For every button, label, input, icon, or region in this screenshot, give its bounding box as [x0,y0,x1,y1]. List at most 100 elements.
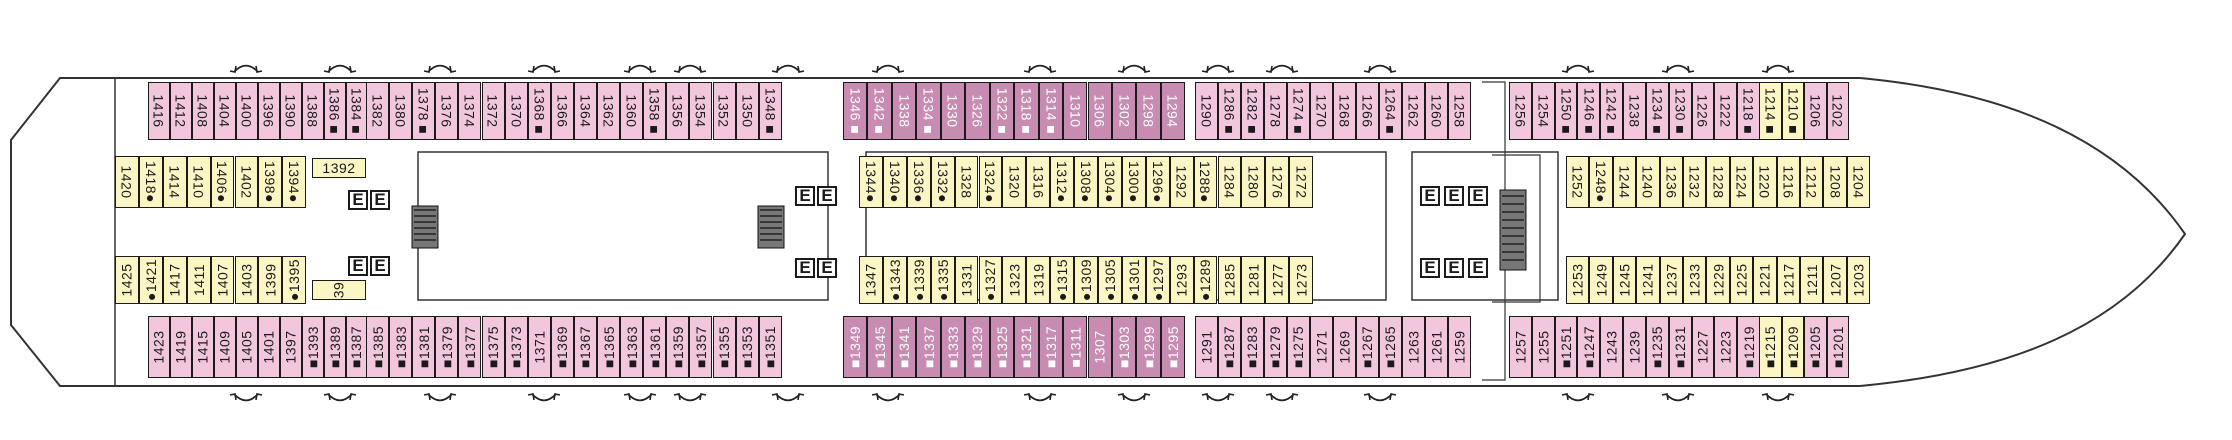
cabin[interactable]: 1259 [1448,316,1471,378]
elevator-icon[interactable]: E [817,258,837,278]
cabin[interactable]: 1398● [258,156,283,208]
cabin[interactable]: 1338 [891,82,917,140]
cabin[interactable]: ■1381 [412,316,436,378]
cabin[interactable]: 1314 ■ [1038,82,1064,140]
cabin[interactable]: 1288● [1193,156,1218,208]
cabin[interactable]: 1253 [1566,256,1590,304]
cabin[interactable]: ■1363 [620,316,644,378]
elevator-icon[interactable]: E [817,186,837,206]
cabin[interactable]: 1415 [191,316,214,378]
cabin[interactable]: 1250 ■ [1554,82,1578,140]
cabin[interactable]: 1222 [1714,82,1738,140]
cabin[interactable]: ■1231 [1668,316,1692,378]
cabin[interactable]: 1346 ■ [843,82,868,140]
cabin[interactable]: ■1329 [965,316,990,378]
cabin[interactable]: ■1209 [1781,316,1804,378]
cabin[interactable]: 1334 ■ [916,82,941,140]
cabin[interactable]: 1382 [366,82,390,140]
cabin[interactable]: 1261 [1425,316,1448,378]
cabin[interactable]: 1296● [1145,156,1170,208]
cabin[interactable]: 1292 [1169,156,1194,208]
cabin[interactable]: 1242 ■ [1600,82,1624,140]
elevator-icon[interactable]: E [348,190,368,210]
cabin[interactable]: 1425 [115,256,139,304]
cabin[interactable]: ■1365 [597,316,621,378]
cabin[interactable]: 1262 [1402,82,1425,140]
cabin[interactable]: 1224 [1729,156,1754,208]
cabin[interactable]: 1203 [1846,256,1871,304]
cabin[interactable]: 1232 [1683,156,1707,208]
cabin[interactable]: 1380 [389,82,413,140]
cabin[interactable]: ■1349 [843,316,868,378]
cabin[interactable]: ■1369 [550,316,574,378]
cabin[interactable]: 1319 [1026,256,1051,304]
elevator-icon[interactable]: E [348,256,368,276]
cabin[interactable]: 1404 [213,82,236,140]
cabin[interactable]: 1366 [550,82,574,140]
cabin[interactable]: 1245 [1612,256,1637,304]
cabin[interactable]: 1276 [1265,156,1290,208]
cabin[interactable]: 1252 [1566,156,1590,208]
cabin[interactable]: 1270 [1310,82,1333,140]
cabin[interactable]: 1281 [1241,256,1266,304]
cabin[interactable]: 1340● [882,156,907,208]
cabin[interactable]: 1214 ■ [1759,82,1782,140]
cabin[interactable]: ■1251 [1554,316,1578,378]
cabin[interactable]: 1386 ■ [323,82,346,140]
cabin[interactable]: 1401 [257,316,280,378]
cabin[interactable]: 1208 [1823,156,1847,208]
cabin[interactable]: 1264 ■ [1379,82,1402,140]
cabin[interactable]: ●1289 [1193,256,1218,304]
elevator-icon[interactable]: E [370,190,390,210]
cabin[interactable]: ■1279 [1264,316,1287,378]
cabin[interactable]: 1332● [930,156,955,208]
cabin[interactable]: 1258 [1448,82,1471,140]
cabin[interactable]: 1411 [186,256,211,304]
cabin[interactable]: 1227 [1691,316,1715,378]
cabin[interactable]: 1376 [435,82,459,140]
cabin[interactable]: ■1353 [735,316,759,378]
cabin[interactable]: 1290 [1195,82,1218,140]
elevator-icon[interactable]: E [1468,186,1488,206]
cabin[interactable]: ■1325 [989,316,1015,378]
cabin[interactable]: 1302 [1111,82,1137,140]
elevator-icon[interactable]: E [1420,258,1440,278]
cabin[interactable]: ●1421 [138,256,163,304]
cabin[interactable]: ●1305 [1098,256,1122,304]
cabin[interactable]: 1228 [1706,156,1730,208]
cabin[interactable]: 1318 ■ [1014,82,1039,140]
cabin[interactable]: 1233 [1683,256,1707,304]
cabin[interactable]: 1362 [597,82,621,140]
cabin[interactable]: 1409 [213,316,236,378]
cabin[interactable]: 1217 [1776,256,1800,304]
cabin[interactable]: 1352 [712,82,736,140]
cabin[interactable]: ■1299 [1136,316,1161,378]
cabin[interactable]: 1221 [1753,256,1777,304]
cabin[interactable]: 1246 ■ [1577,82,1601,140]
cabin[interactable]: 1202 [1826,82,1849,140]
cabin[interactable]: 1284 [1217,156,1242,208]
cabin[interactable]: 1266 [1356,82,1379,140]
elevator-icon[interactable]: E [795,186,815,206]
cabin[interactable]: 1206 [1804,82,1827,140]
cabin[interactable]: 1394● [282,156,307,208]
cabin[interactable]: 1229 [1706,256,1730,304]
cabin[interactable]: 1330 [940,82,966,140]
cabin[interactable]: 1342 ■ [867,82,892,140]
cabin[interactable]: ●1327 [978,256,1003,304]
cabin[interactable]: 1308● [1074,156,1098,208]
cabin[interactable]: 1280 [1241,156,1266,208]
cabin[interactable]: 1230 ■ [1668,82,1692,140]
cabin[interactable]: 1226 [1691,82,1715,140]
cabin[interactable]: 1402 [234,156,259,208]
cabin[interactable]: 1239 [1623,316,1646,378]
cabin[interactable]: ●1343 [882,256,907,304]
cabin[interactable]: ■1205 [1804,316,1827,378]
cabin[interactable]: 1240 [1636,156,1660,208]
cabin[interactable]: 1350 [735,82,759,140]
cabin[interactable]: 1348 ■ [758,82,782,140]
cabin[interactable]: ■1361 [643,316,667,378]
cabin[interactable]: 1360 [620,82,644,140]
cabin[interactable]: 1344● [859,156,883,208]
cabin[interactable]: 1269 [1333,316,1356,378]
